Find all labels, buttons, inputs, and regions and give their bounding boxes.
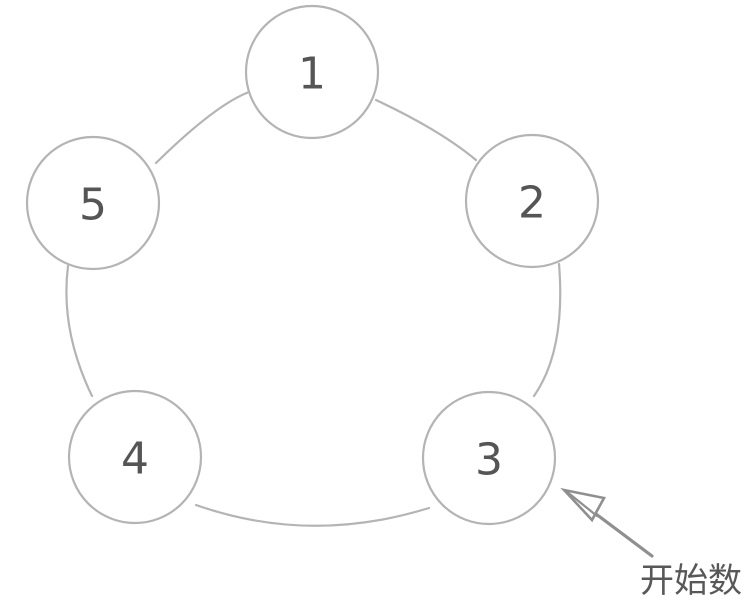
node-2[interactable]: 2 — [464, 133, 600, 269]
arrow-head-crease — [564, 489, 599, 518]
node-4[interactable]: 4 — [67, 389, 203, 525]
node-2-label: 2 — [518, 178, 546, 229]
node-group: 1 2 3 4 5 — [25, 4, 600, 526]
edge-2-to-3-arc — [532, 262, 562, 398]
node-3-label: 3 — [475, 435, 503, 486]
node-3-circle[interactable] — [421, 390, 557, 526]
node-1-label: 1 — [298, 49, 326, 100]
start-annotation-label: 开始数 — [640, 561, 742, 601]
edge-3-to-4-arc — [194, 503, 431, 527]
node-5-label: 5 — [79, 180, 107, 231]
edge-group — [65, 90, 562, 527]
arrow-shaft-line — [594, 512, 654, 558]
node-2-circle[interactable] — [464, 133, 600, 269]
node-4-label: 4 — [121, 434, 149, 485]
node-4-circle[interactable] — [67, 389, 203, 525]
edge-5-to-1-arc — [154, 90, 251, 165]
start-annotation-arrow — [560, 487, 654, 558]
edge-4-to-5-arc — [65, 264, 94, 398]
node-5-circle[interactable] — [25, 135, 161, 271]
node-1-circle[interactable] — [244, 4, 380, 140]
edge-1-to-2-arc — [374, 98, 478, 162]
node-3[interactable]: 3 — [421, 390, 557, 526]
node-5[interactable]: 5 — [25, 135, 161, 271]
node-1[interactable]: 1 — [244, 4, 380, 140]
